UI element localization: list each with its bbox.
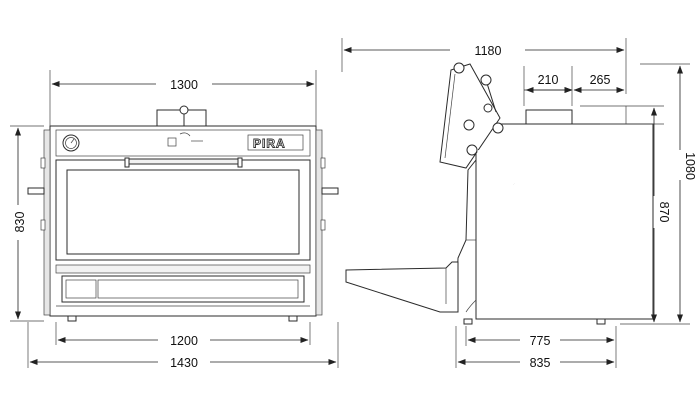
dim-210-label: 210 (538, 73, 559, 87)
damper-handle (179, 105, 189, 126)
side-foot-front (463, 318, 473, 325)
foot-left (67, 315, 77, 322)
vent-symbol-icon (167, 132, 203, 147)
dim-1430: 1430 (29, 356, 337, 370)
door-window (66, 169, 300, 255)
dim-835-label: 835 (530, 356, 551, 370)
front-view: PIRA (10, 70, 339, 370)
thermometer-icon (62, 134, 80, 152)
dim-870-label: 870 (657, 202, 671, 223)
dim-265-label: 265 (590, 73, 611, 87)
dim-1080: 1080 (677, 65, 697, 323)
dim-1200-label: 1200 (170, 334, 198, 348)
dim-1430-label: 1430 (170, 356, 198, 370)
dim-1200: 1200 (57, 334, 309, 348)
dim-775-label: 775 (530, 334, 551, 348)
foot-right (288, 315, 298, 322)
control-panel (55, 129, 311, 157)
dim-1300: 1300 (51, 78, 315, 92)
side-body (475, 123, 654, 320)
dim-1180: 1180 (343, 44, 625, 58)
dim-775: 775 (467, 334, 615, 348)
dim-830: 830 (13, 127, 27, 320)
front-shelf (345, 261, 459, 313)
side-foot-back (596, 318, 606, 325)
side-view: 1180 210 265 1080 870 (341, 38, 697, 370)
dim-830-label: 830 (13, 212, 27, 233)
dim-835: 835 (457, 356, 615, 370)
drawer-top-band (55, 264, 311, 274)
open-door-panel (439, 63, 501, 169)
dim-870: 870 (651, 107, 671, 323)
dim-210: 210 (524, 73, 573, 93)
dim-265: 265 (573, 73, 625, 93)
brand-logo: PIRA (247, 134, 304, 151)
hinge-points (453, 62, 504, 156)
brand-logo-text: PIRA (253, 137, 286, 151)
dim-1180-label: 1180 (475, 44, 502, 58)
door-handle (124, 157, 243, 168)
dim-1080-label: 1080 (683, 152, 697, 180)
dim-1300-label: 1300 (170, 78, 198, 92)
left-side-knob (27, 187, 45, 195)
right-side-knob (321, 187, 339, 195)
front-profile (455, 159, 477, 313)
